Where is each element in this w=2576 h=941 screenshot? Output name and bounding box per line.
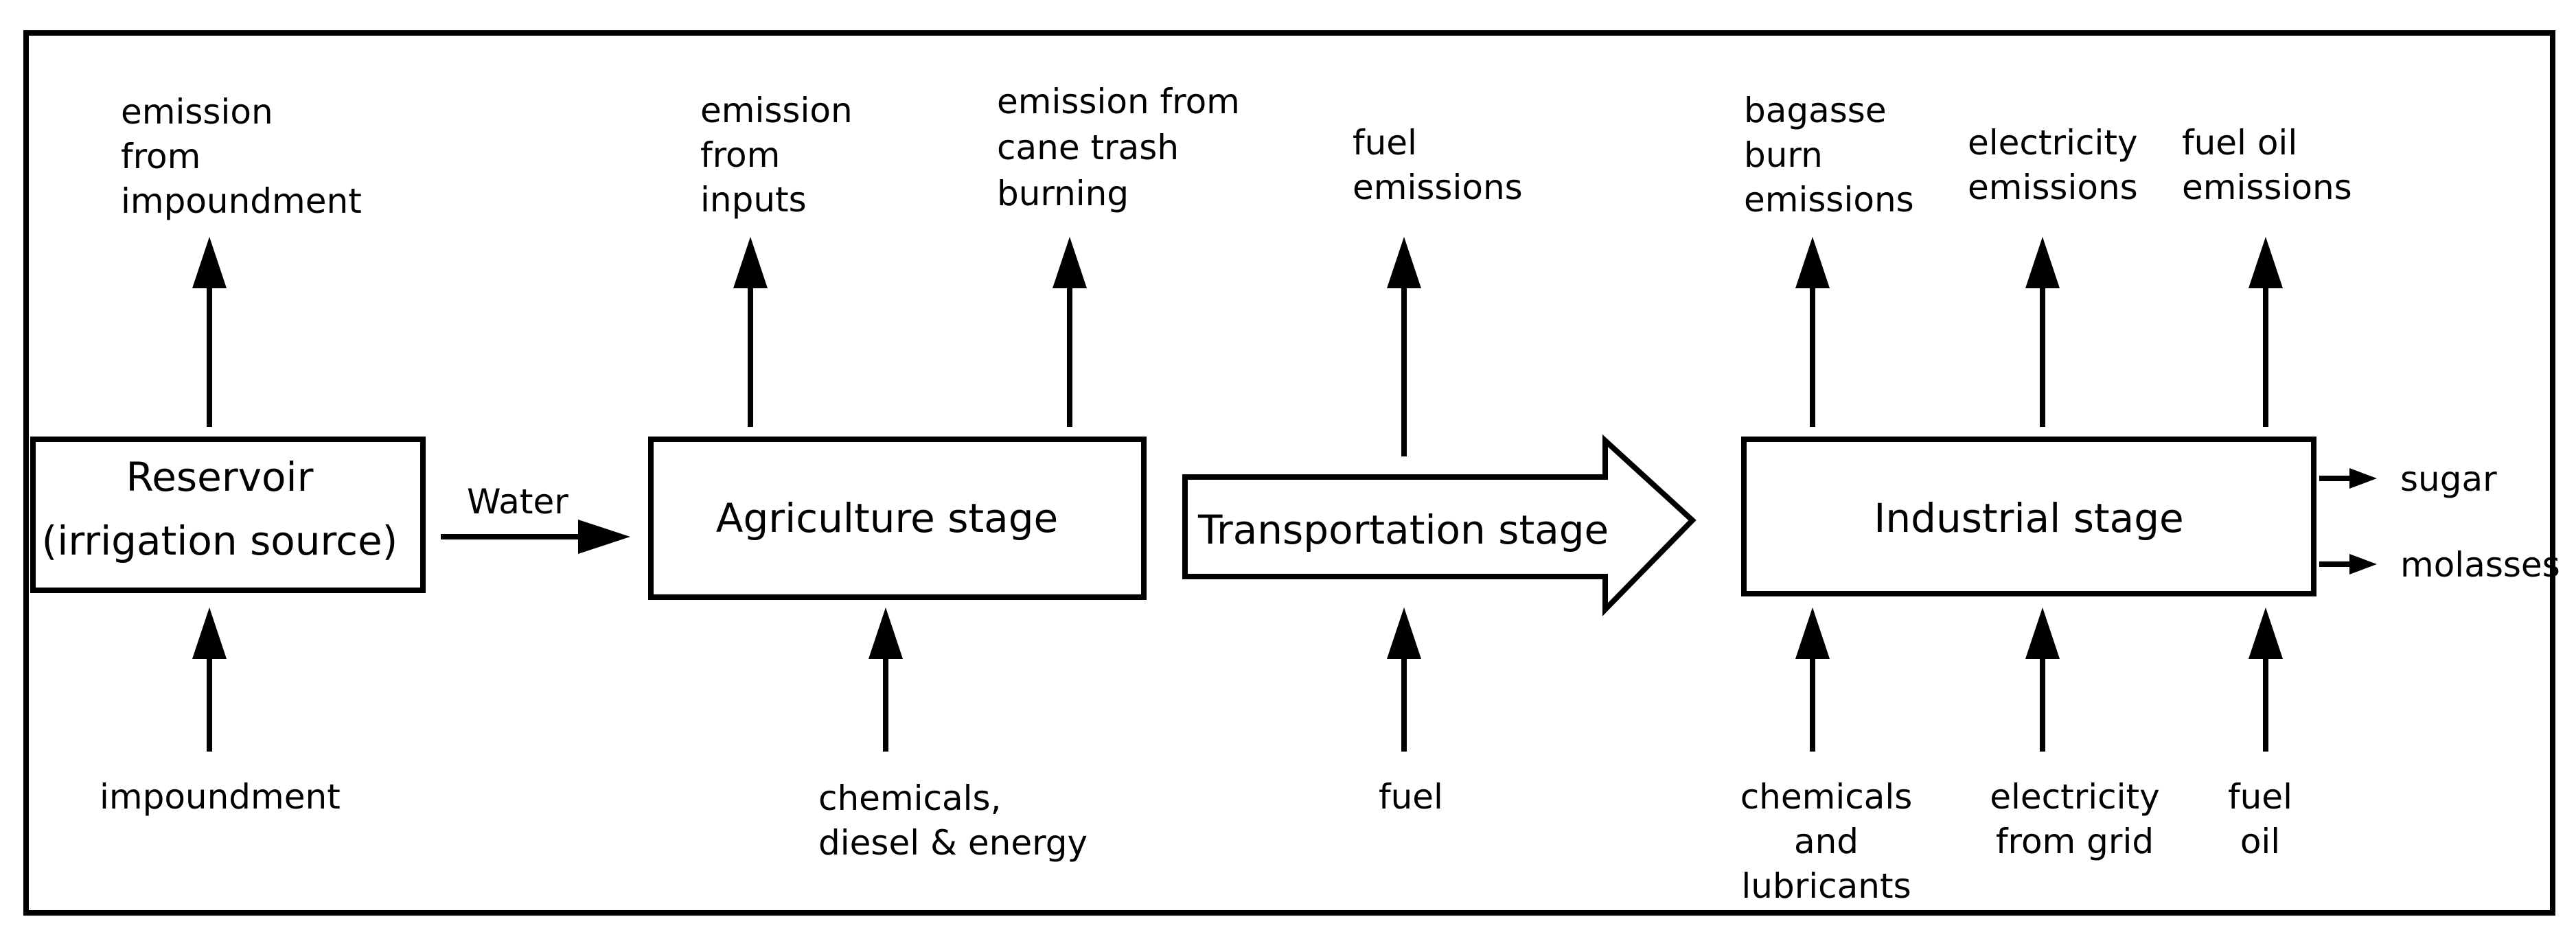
chemicals-lubricants-line3: lubricants xyxy=(1741,866,1911,906)
water-label: Water xyxy=(467,482,568,522)
industrial-box xyxy=(1741,437,2316,596)
water-arrow xyxy=(441,520,630,554)
cane-trash-emission-line2: cane trash xyxy=(997,128,1179,167)
outer-frame xyxy=(23,30,2555,916)
chemicals-lubricants-input-arrow xyxy=(1795,607,1830,752)
fuel-oil-emission-arrow xyxy=(2249,237,2283,427)
industrial-label: Industrial stage xyxy=(1874,495,2183,542)
molasses-output-arrow xyxy=(2319,554,2377,574)
chemicals-diesel-line2: diesel & energy xyxy=(818,823,1088,863)
electricity-grid-line2: from grid xyxy=(1996,822,2154,861)
bagasse-emission-line2: burn xyxy=(1744,135,1823,175)
molasses-label: molasses xyxy=(2400,545,2560,585)
bagasse-emission-line1: bagasse xyxy=(1744,91,1887,130)
impoundment-input-arrow xyxy=(192,607,227,752)
fuel-emission-arrow xyxy=(1387,237,1421,456)
reservoir-box xyxy=(30,437,426,593)
bagasse-emission-arrow xyxy=(1795,237,1830,427)
electricity-grid-input-arrow xyxy=(2025,607,2060,752)
fuel-oil-input-line2: oil xyxy=(2240,822,2280,861)
impoundment-emission-line3: impoundment xyxy=(121,181,362,221)
inputs-emission-line1: emission xyxy=(700,91,853,130)
impoundment-input-label: impoundment xyxy=(100,777,341,817)
inputs-emission-line2: from xyxy=(700,135,780,175)
fuel-oil-emission-line1: fuel oil xyxy=(2182,123,2297,163)
fuel-oil-input-arrow xyxy=(2249,607,2283,752)
electricity-emission-line1: electricity xyxy=(1968,123,2138,163)
sugar-label: sugar xyxy=(2400,459,2497,499)
agriculture-label: Agriculture stage xyxy=(716,495,1058,542)
reservoir-label-line1: Reservoir xyxy=(126,454,314,500)
transportation-label: Transportation stage xyxy=(1197,507,1609,553)
fuel-oil-emission-line2: emissions xyxy=(2182,167,2352,207)
reservoir-label-line2: (irrigation source) xyxy=(42,518,398,564)
cane-trash-emission-arrow xyxy=(1053,237,1087,427)
chemicals-diesel-line1: chemicals, xyxy=(818,778,1002,818)
electricity-emission-arrow xyxy=(2025,237,2060,427)
fuel-emission-line2: emissions xyxy=(1353,167,1523,207)
chemicals-lubricants-line1: chemicals xyxy=(1740,777,1913,817)
impoundment-emission-line1: emission xyxy=(121,92,273,132)
fuel-input-arrow xyxy=(1387,607,1421,752)
inputs-emission-line3: inputs xyxy=(700,180,807,220)
agriculture-box xyxy=(648,437,1147,600)
chemicals-diesel-input-arrow xyxy=(869,607,903,752)
electricity-emission-line2: emissions xyxy=(1968,167,2138,207)
cane-trash-emission-line3: burning xyxy=(997,174,1129,213)
fuel-emission-line1: fuel xyxy=(1353,123,1417,163)
inputs-emission-arrow xyxy=(733,237,768,427)
sugar-output-arrow xyxy=(2319,468,2377,489)
electricity-grid-line1: electricity xyxy=(1990,777,2160,817)
transportation-block-arrow xyxy=(1182,434,1697,616)
cane-trash-emission-line1: emission from xyxy=(997,82,1240,121)
impoundment-emission-arrow xyxy=(192,237,227,427)
fuel-input-label: fuel xyxy=(1379,777,1443,817)
impoundment-emission-line2: from xyxy=(121,137,200,176)
chemicals-lubricants-line2: and xyxy=(1794,822,1859,861)
fuel-oil-input-line1: fuel xyxy=(2228,777,2292,817)
bagasse-emission-line3: emissions xyxy=(1744,180,1914,220)
